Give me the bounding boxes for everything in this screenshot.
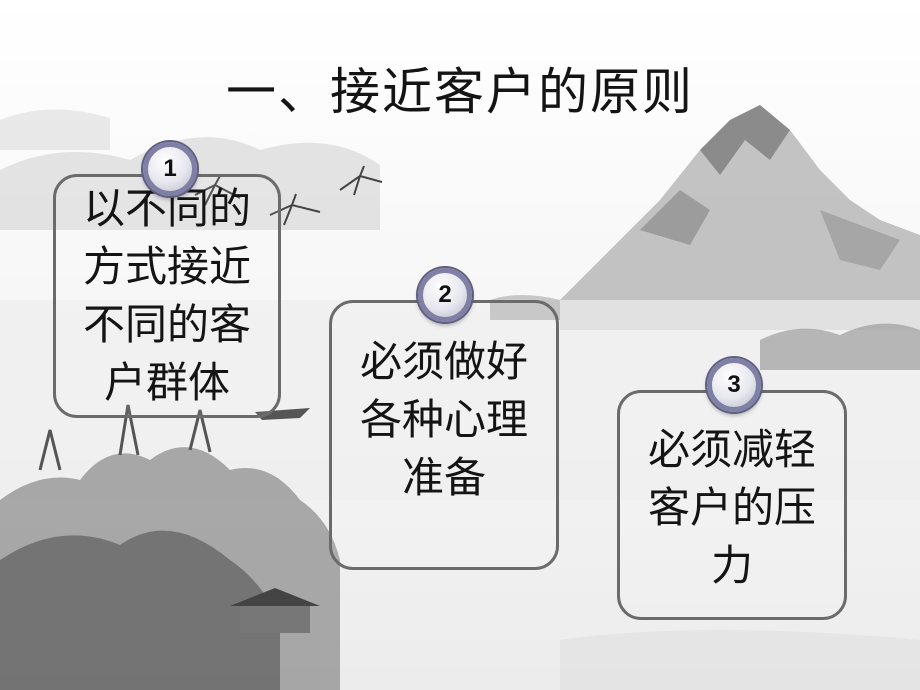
- badge-number-1: 1: [163, 155, 177, 182]
- principle-text-2: 必须做好各种心理准备: [359, 337, 528, 502]
- pavilion: [230, 588, 320, 633]
- principle-text-1: 以不同的方式接近不同的客户群体: [82, 184, 251, 407]
- badge-number-2: 2: [438, 281, 452, 308]
- principle-text-3: 必须减轻客户的压力: [647, 425, 816, 590]
- mountain-right: [560, 105, 920, 330]
- badge-number-3: 3: [727, 371, 741, 398]
- principle-card-2: 必须做好各种心理准备: [329, 300, 559, 570]
- number-badge-3: 3: [707, 358, 761, 412]
- number-badge-1: 1: [143, 142, 197, 196]
- principle-card-3: 必须减轻客户的压力: [617, 390, 847, 620]
- principle-card-1: 以不同的方式接近不同的客户群体: [53, 174, 281, 418]
- cranes: [194, 165, 383, 226]
- slide-title: 一、接近客户的原则: [226, 63, 694, 121]
- number-badge-2: 2: [418, 268, 472, 322]
